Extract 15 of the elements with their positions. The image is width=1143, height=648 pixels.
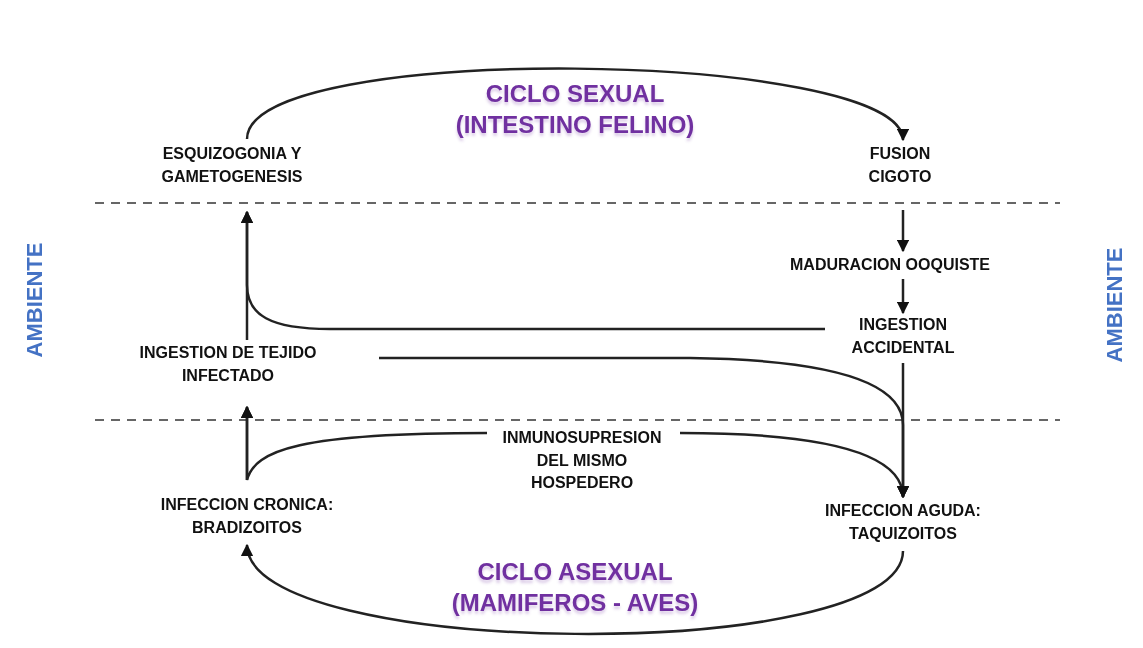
step-text: INFECCION AGUDA: TAQUIZOITOS — [824, 501, 982, 544]
step-text: ESQUIZOGONIA Y GAMETOGENESIS — [160, 144, 304, 187]
zone-label: AMBIENTE — [1101, 247, 1128, 363]
arrow — [240, 405, 487, 482]
arrow — [680, 431, 908, 499]
step-text: MADURACION OOQUISTE — [789, 255, 991, 275]
step-text: INGESTION DE TEJIDO INFECTADO — [138, 343, 318, 386]
arrow — [240, 210, 254, 340]
step-text: FUSION CIGOTO — [867, 144, 933, 187]
step-text: INFECCION CRONICA: BRADIZOITOS — [159, 495, 335, 538]
arrow — [896, 279, 910, 315]
arrow — [896, 210, 910, 253]
zone-label: AMBIENTE — [21, 242, 48, 358]
step-text: INMUNOSUPRESION DEL MISMO HOSPEDERO — [501, 428, 663, 494]
step-text: INGESTION ACCIDENTAL — [850, 315, 956, 358]
